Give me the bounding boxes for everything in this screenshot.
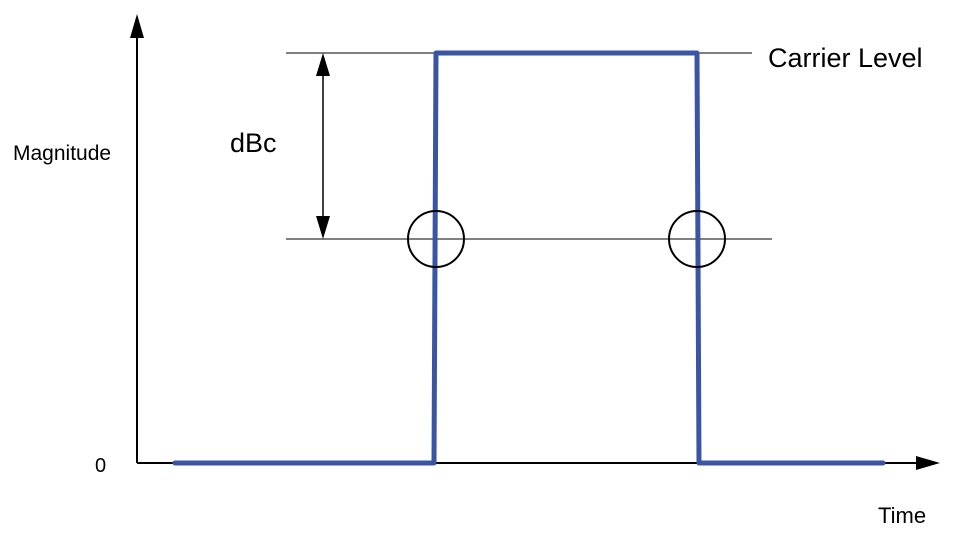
pulse-waveform [172, 50, 886, 466]
falling-edge-circle [668, 210, 726, 268]
x-axis-arrowhead [916, 456, 940, 470]
y-axis-arrowhead [130, 14, 144, 38]
dbc-arrow-bottom-head [316, 216, 330, 239]
y-axis-label: Magnitude [13, 142, 112, 165]
dbc-arrow-top-head [316, 53, 330, 76]
zero-tick-label: 0 [95, 455, 107, 477]
dbc-label: dBc [230, 128, 277, 158]
rising-edge-circle [407, 210, 465, 268]
carrier-level-label: Carrier Level [768, 43, 923, 73]
x-axis-label: Time [878, 503, 927, 528]
